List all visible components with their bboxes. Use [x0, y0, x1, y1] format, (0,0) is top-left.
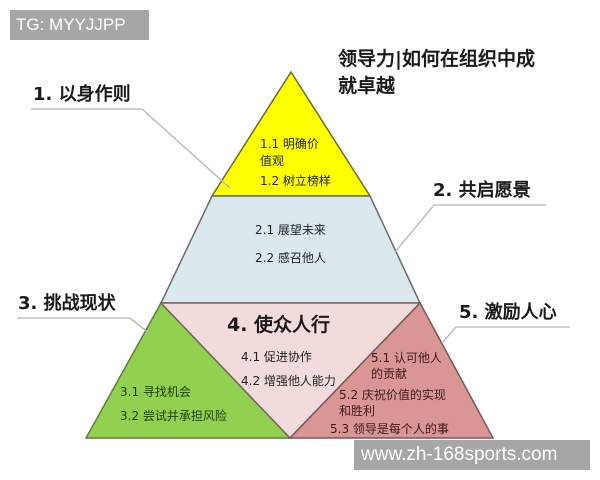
section-label-4: 4. 使众人行 [227, 314, 331, 336]
tier-2-item-1: 2.1 展望未来 [255, 223, 326, 237]
tier-3-item-2: 3.2 尝试并承担风险 [120, 409, 227, 423]
tier-5-item-3: 5.3 领导是每个人的事 [330, 422, 449, 436]
tier-4-item-1: 4.1 促进协作 [241, 350, 312, 364]
leader-line-3 [17, 317, 151, 335]
tier-5-rose [288, 301, 495, 439]
title-line-2: 就卓越 [338, 75, 396, 97]
leader-line-5 [442, 326, 570, 343]
tier-5-item-2-cont: 和胜利 [339, 404, 376, 418]
tier-2-item-2: 2.2 感召他人 [255, 251, 326, 265]
section-label-2: 2. 共启愿景 [433, 180, 531, 201]
title-line-1: 领导力|如何在组织中成 [338, 48, 535, 70]
tier-5-item-2: 5.2 庆祝价值的实现 [339, 388, 446, 402]
tier-5-item-1: 5.1 认可他人 [371, 351, 442, 365]
diagram-title: 领导力|如何在组织中成 就卓越 [338, 46, 588, 100]
watermark-bottom: www.zh-168sports.com [354, 440, 590, 470]
leader-line-1 [31, 108, 231, 189]
tier-4-item-2: 4.2 增强他人能力 [241, 374, 336, 388]
leader-line-2 [394, 204, 546, 253]
watermark-top: TG: MYYJJPP [10, 10, 149, 40]
tier-3-item-1: 3.1 寻找机会 [120, 385, 191, 399]
tier-1-item-1: 1.1 明确价 [260, 137, 319, 151]
tier-1-item-2: 1.2 树立榜样 [260, 174, 331, 188]
tier-1-item-1-cont: 值观 [260, 154, 285, 168]
section-label-3: 3. 挑战现状 [18, 293, 116, 314]
section-label-5: 5. 激励人心 [459, 302, 557, 323]
section-label-1: 1. 以身作则 [33, 84, 131, 105]
tier-5-item-1-cont: 的贡献 [371, 367, 408, 381]
